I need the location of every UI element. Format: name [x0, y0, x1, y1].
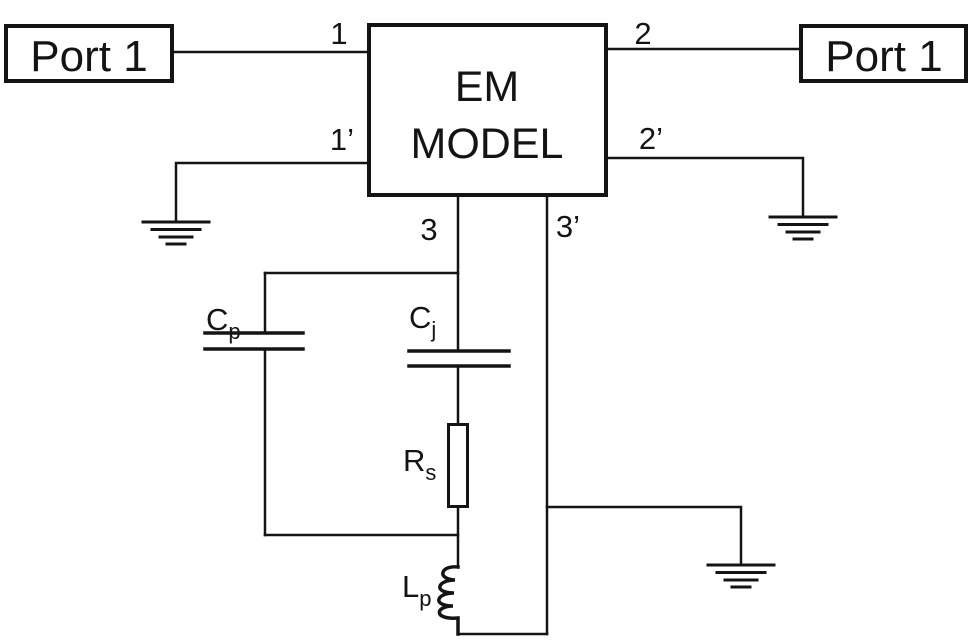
- capacitor-cj-icon: [407, 349, 511, 368]
- port-right-box: [799, 24, 968, 83]
- rs-label: Rs: [403, 443, 436, 485]
- port-right-label: Port 1: [825, 32, 942, 81]
- port-left-label: Port 1: [30, 32, 147, 81]
- terminal-3-prime-label: 3’: [556, 209, 580, 244]
- terminal-1-prime-label: 1’: [330, 122, 354, 157]
- cj-label: Cj: [409, 300, 436, 342]
- ground-icon-right-top: [768, 215, 838, 241]
- labels: Port 1 Port 1 EM MODEL 1 2 1’ 2’ 3 3’ Cp…: [30, 16, 942, 611]
- em-model-box: [367, 23, 608, 197]
- lp-label: Lp: [402, 569, 432, 611]
- em-model-label-line2: MODEL: [411, 120, 564, 168]
- terminal-3-label: 3: [420, 212, 437, 247]
- wires-and-shapes: [4, 23, 968, 636]
- terminal-1-label: 1: [330, 16, 347, 51]
- wire-terminal-2-prime: [604, 156, 805, 219]
- wire-3-prime-to-ground: [545, 505, 743, 567]
- ground-icon-left: [141, 220, 211, 246]
- resistor-rs-icon: [447, 423, 469, 508]
- inductor-lp-icon: [437, 565, 460, 636]
- em-model-label-line1: EM: [455, 63, 520, 111]
- cp-label: Cp: [206, 302, 241, 344]
- ground-icon-right-bottom: [706, 563, 776, 589]
- wire-terminal-1-prime: [174, 161, 371, 224]
- port-left-box: [4, 24, 174, 83]
- capacitor-cp-icon: [203, 331, 305, 351]
- terminal-2-prime-label: 2’: [639, 121, 663, 156]
- terminal-2-label: 2: [634, 16, 651, 51]
